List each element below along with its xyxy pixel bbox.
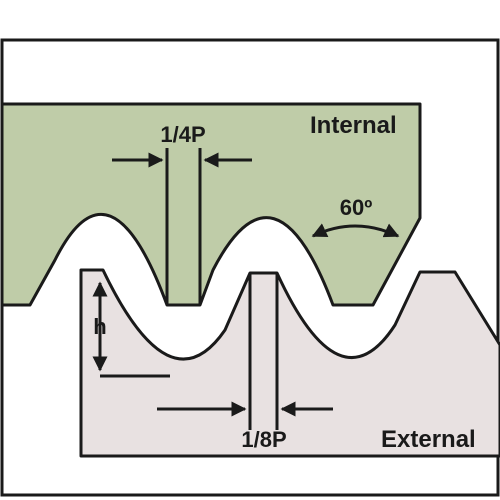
quarter-pitch-label: 1/4P [160, 122, 205, 147]
angle-label: 60º [340, 195, 373, 220]
internal-thread-profile [0, 102, 422, 307]
internal-label: Internal [310, 112, 397, 139]
eighth-pitch-label: 1/8P [241, 427, 286, 452]
external-label: External [381, 426, 476, 453]
angle-arc-arrow [311, 223, 400, 238]
height-label: h [93, 314, 106, 339]
